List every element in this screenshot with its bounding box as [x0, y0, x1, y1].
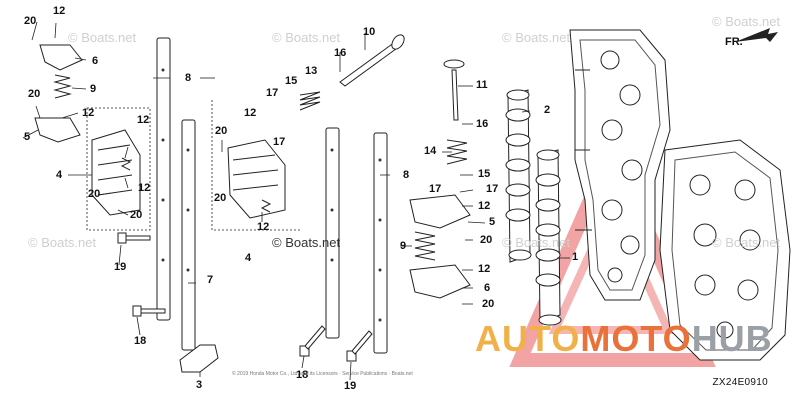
callout-label: 17: [273, 136, 286, 148]
rocker-arms-right: [409, 194, 471, 299]
callout-label: 20: [480, 234, 493, 246]
callout-label: 19: [114, 261, 127, 273]
brand-watermark: AUTOMOTOHUB: [475, 318, 773, 360]
brand-part1: AUTO: [475, 318, 581, 359]
callout-label: 11: [476, 79, 488, 91]
camshaft-1: [535, 149, 562, 326]
callout-label: 12: [478, 263, 491, 275]
callout-label: 20: [88, 188, 101, 200]
brand-part3: HUB: [691, 318, 773, 359]
brand-part2: MOTO: [580, 318, 692, 359]
callout-label: 3: [196, 379, 203, 391]
bracket-3: [179, 344, 219, 373]
watermark-text: © Boats.net: [712, 235, 781, 250]
valves: [339, 34, 465, 121]
callout-label: 10: [363, 26, 376, 38]
callout-label: 18: [296, 369, 309, 381]
watermark-text: © Boats.net: [28, 235, 97, 250]
rocker-arm-assembly-mid: [227, 139, 286, 219]
callout-label: 6: [92, 55, 99, 67]
callout-label: 12: [478, 200, 491, 212]
callout-label: 14: [424, 145, 437, 157]
callout-label: 15: [478, 168, 491, 180]
callout-label: 7: [207, 274, 214, 286]
callout-label: 20: [130, 209, 143, 221]
cylinder-head-rear: [569, 29, 671, 301]
callout-label: 4: [56, 169, 63, 181]
callout-label: 12: [244, 107, 257, 119]
callout-label: 20: [214, 192, 227, 204]
callout-label: 1: [572, 251, 579, 263]
watermark-text: © Boats.net: [712, 14, 781, 29]
front-marker: FR.: [725, 36, 743, 48]
callout-label: 12: [137, 114, 150, 126]
callout-label: 12: [82, 107, 95, 119]
callout-label: 12: [53, 5, 66, 17]
camshaft-2: [505, 89, 532, 263]
callout-label: 16: [334, 47, 347, 59]
callout-label: 6: [484, 282, 491, 294]
footer-copyright: © 2019 Honda Motor Co., Ltd. and its Lic…: [232, 371, 413, 377]
diagram-code: ZX24E0910: [712, 377, 768, 388]
callout-label: 12: [257, 221, 270, 233]
callout-label: 5: [24, 131, 31, 143]
bolts: [117, 232, 373, 362]
callout-label: 9: [90, 83, 97, 95]
callout-label: 19: [344, 380, 357, 392]
shaft-holes: [161, 68, 382, 322]
valve-springs: [53, 74, 468, 261]
cylinder-head-front: [659, 139, 791, 361]
callout-label: 12: [138, 182, 151, 194]
callout-label: 9: [400, 240, 407, 252]
callout-label: 20: [215, 125, 228, 137]
watermark-text: © Boats.net: [68, 30, 137, 45]
callout-label: 15: [285, 75, 298, 87]
front-arrow-icon: [735, 28, 778, 42]
rocker-shafts: [156, 37, 388, 354]
callout-label: 20: [24, 15, 37, 27]
callout-label: 8: [403, 169, 410, 181]
callout-label: 17: [429, 183, 442, 195]
callout-label: 8: [185, 72, 192, 84]
callout-label: 4: [245, 252, 252, 264]
callout-label: 20: [28, 88, 41, 100]
callout-label: 2: [544, 104, 551, 116]
callout-label: 18: [134, 335, 147, 347]
watermark-text: © Boats.net: [272, 235, 341, 250]
callout-label: 17: [266, 87, 279, 99]
watermark-text: © Boats.net: [272, 30, 341, 45]
callout-label: 20: [482, 298, 495, 310]
callout-label: 17: [486, 183, 499, 195]
callout-label: 5: [489, 216, 496, 228]
rocker-arm-assembly-left: [34, 44, 141, 216]
watermark-text: © Boats.net: [502, 235, 571, 250]
callout-label: 13: [305, 65, 318, 77]
leader-lines: [22, 21, 570, 381]
watermark-text: © Boats.net: [502, 30, 571, 45]
callout-label: 16: [476, 118, 489, 130]
